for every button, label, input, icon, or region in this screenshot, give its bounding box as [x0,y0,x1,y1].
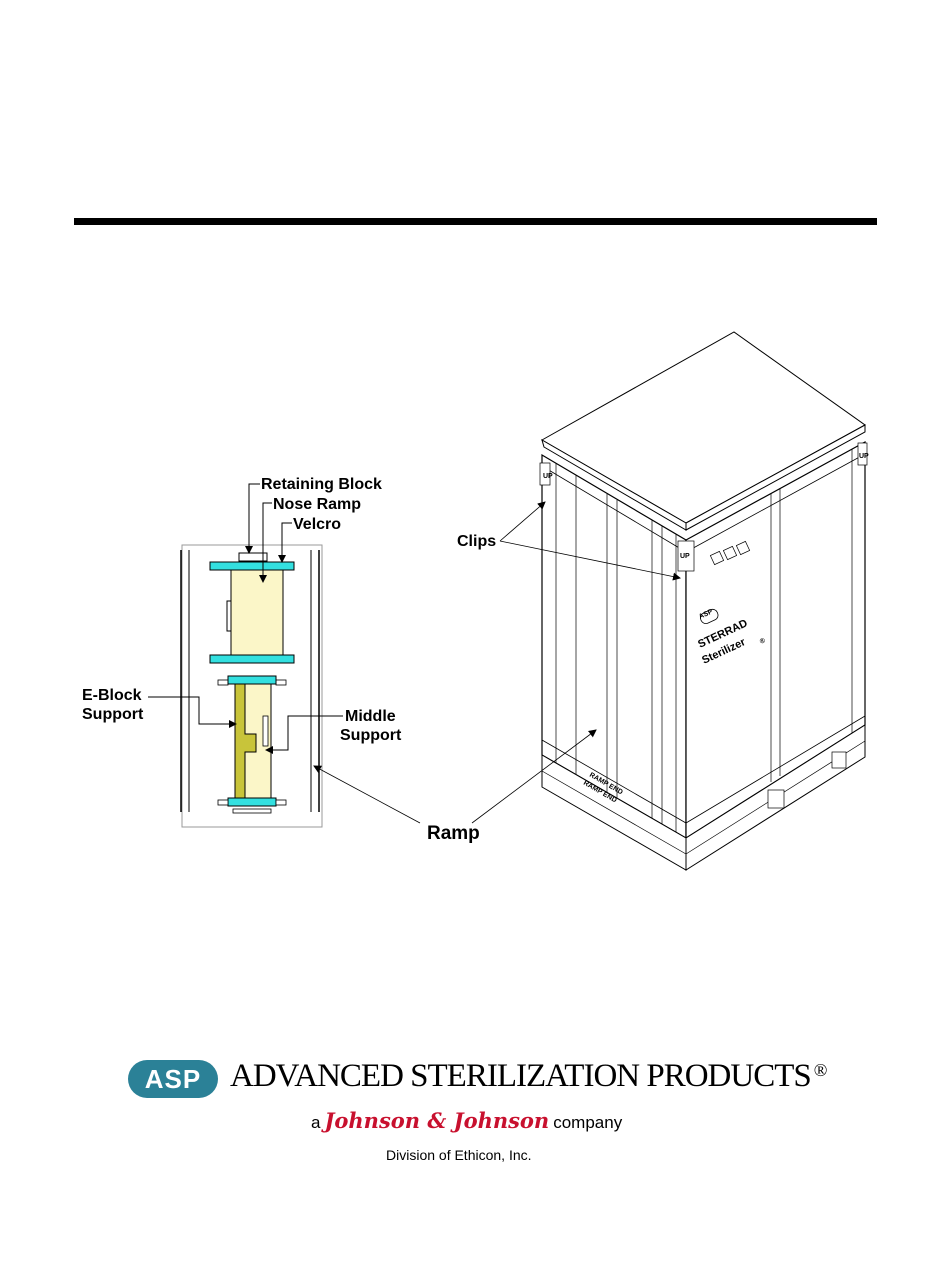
registered-mark: ® [814,1060,827,1080]
label-ramp: Ramp [427,823,480,844]
label-e-block-1: E-Block [82,687,142,704]
jj-brand: Johnson & Johnson [324,1108,549,1133]
section-view [181,545,322,827]
clip-up-2: UP [680,553,690,560]
hatch-stop [218,800,228,805]
label-middle-1: Middle [345,708,396,725]
hatch-stop [218,680,228,685]
support-bottom-bar [228,798,276,806]
hatch-stop [276,800,286,805]
clip-up-1: UP [543,473,553,480]
label-velcro: Velcro [293,516,341,533]
support-top-bar [228,676,276,684]
asp-brand-row: ASP ADVANCED STERILIZATION PRODUCTS® [128,1058,848,1102]
asp-logo: ASP [128,1060,218,1098]
velcro-top-bar [210,562,294,570]
clip-up-3: UP [859,453,869,460]
label-middle-2: Support [340,727,402,744]
nose-ramp-tab [227,601,231,631]
company-name-text: ADVANCED STERILIZATION PRODUCTS [230,1058,811,1094]
base-plate [233,809,271,813]
label-clips: Clips [457,533,496,550]
velcro-lower-bar [210,655,294,663]
division-text: Division of Ethicon, Inc. [386,1147,532,1163]
label-retaining-block: Retaining Block [261,476,382,493]
hatch-stop [276,680,286,685]
label-e-block-2: Support [82,706,144,723]
jj-prefix: a [311,1113,320,1132]
asp-logo-text: ASP [128,1064,218,1095]
label-nose-ramp: Nose Ramp [273,496,361,513]
company-name: ADVANCED STERILIZATION PRODUCTS® [230,1058,826,1095]
middle-support-slot [263,716,268,746]
nose-ramp-body [231,570,283,656]
jj-suffix: company [553,1113,622,1132]
